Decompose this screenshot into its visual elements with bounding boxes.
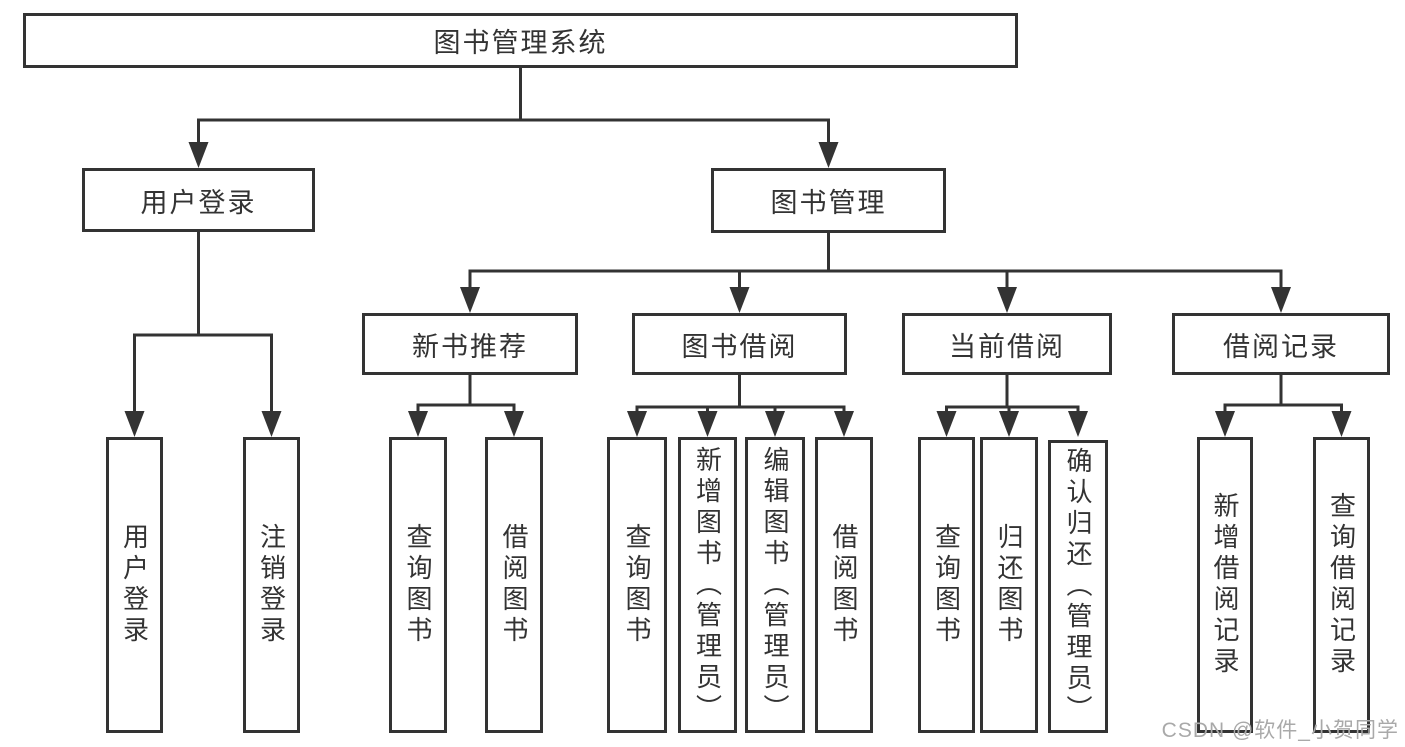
leaf-add-borrow-record: 新增借阅记录 [1197, 437, 1253, 733]
leaf-query-borrow-record: 查询借阅记录 [1313, 437, 1370, 733]
node-user-login: 用户登录 [82, 168, 315, 232]
leaf-logout: 注销登录 [243, 437, 300, 733]
leaf-return-books: 归还图书 [980, 437, 1038, 733]
watermark: CSDN @软件_小贺同学 [1161, 719, 1399, 742]
node-current-borrowing: 当前借阅 [902, 313, 1112, 375]
node-library-management-system: 图书管理系统 [23, 13, 1018, 68]
node-book-management: 图书管理 [711, 168, 946, 233]
leaf-query-books-borrowing: 查询图书 [607, 437, 667, 733]
leaf-query-books-current: 查询图书 [918, 437, 975, 733]
leaf-edit-book-admin: 编辑图书（管理员） [745, 437, 805, 733]
node-borrowing-records: 借阅记录 [1172, 313, 1390, 375]
leaf-borrow-books-borrowing: 借阅图书 [815, 437, 873, 733]
node-new-book-recommendation: 新书推荐 [362, 313, 578, 375]
leaf-user-login: 用户登录 [106, 437, 163, 733]
leaf-query-books-recommend: 查询图书 [389, 437, 447, 733]
leaf-confirm-return-admin: 确认归还（管理员） [1048, 440, 1108, 733]
leaf-borrow-books-recommend: 借阅图书 [485, 437, 543, 733]
leaf-add-book-admin: 新增图书（管理员） [678, 437, 737, 733]
node-book-borrowing: 图书借阅 [632, 313, 847, 375]
